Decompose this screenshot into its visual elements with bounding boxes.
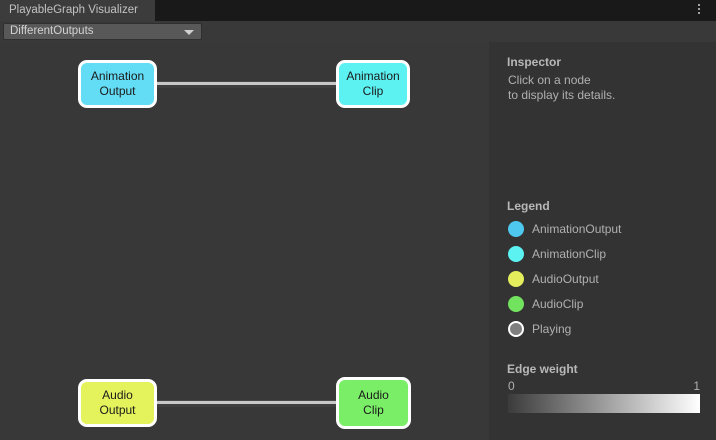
graph-selector-value: DifferentOutputs (10, 25, 94, 37)
node-label-line2: Output (99, 403, 136, 417)
side-panel: Inspector Click on a node to display its… (489, 42, 716, 440)
node-label-line1: Animation (346, 69, 400, 83)
inspector-hint-line2: to display its details. (508, 88, 616, 102)
legend-item-label: AnimationOutput (532, 222, 622, 236)
graph-selector-dropdown[interactable]: DifferentOutputs (3, 23, 202, 40)
window-titlebar: PlayableGraph Visualizer (0, 0, 716, 21)
legend-dot-icon (508, 246, 524, 262)
node-label-line2: Clip (363, 403, 384, 417)
edge-weight-max-label: 1 (693, 379, 700, 393)
legend-item-animationclip: AnimationClip (508, 245, 708, 263)
animation-edge[interactable] (157, 82, 336, 85)
legend-title: Legend (507, 199, 550, 213)
chevron-down-icon (184, 30, 194, 35)
tab-label: PlayableGraph Visualizer (9, 4, 138, 16)
legend-item-label: AudioOutput (532, 272, 599, 286)
audio-edge[interactable] (157, 401, 336, 404)
tab-playablegraph-visualizer[interactable]: PlayableGraph Visualizer (0, 0, 155, 21)
legend-item-label: AnimationClip (532, 247, 607, 261)
toolbar: DifferentOutputs (0, 21, 716, 42)
kebab-menu-icon[interactable] (692, 4, 706, 18)
edge-weight-title: Edge weight (507, 362, 578, 376)
legend-item-label: AudioClip (532, 297, 584, 311)
edge-weight-gradient-bar (508, 394, 700, 413)
node-label-line1: Audio (358, 388, 389, 402)
inspector-title: Inspector (507, 55, 562, 69)
legend-dot-icon (508, 271, 524, 287)
legend-item-audiooutput: AudioOutput (508, 270, 708, 288)
inspector-hint-line1: Click on a node (508, 73, 591, 87)
legend-dot-icon (508, 221, 524, 237)
legend-dot-icon (508, 296, 524, 312)
legend-item-playing: Playing (508, 320, 708, 338)
node-label-line2: Output (99, 84, 136, 98)
legend-dot-icon (508, 321, 524, 337)
kebab-dot-3 (698, 12, 700, 14)
node-label-line1: Audio (102, 388, 133, 402)
legend-item-audioclip: AudioClip (508, 295, 708, 313)
legend-item-animationoutput: AnimationOutput (508, 220, 708, 238)
node-label-line1: Animation (90, 69, 145, 83)
legend-item-label: Playing (532, 322, 572, 336)
kebab-dot-1 (698, 4, 700, 6)
kebab-dot-2 (698, 8, 700, 10)
edge-weight-min-label: 0 (508, 379, 515, 393)
node-label-line2: Clip (362, 84, 384, 98)
